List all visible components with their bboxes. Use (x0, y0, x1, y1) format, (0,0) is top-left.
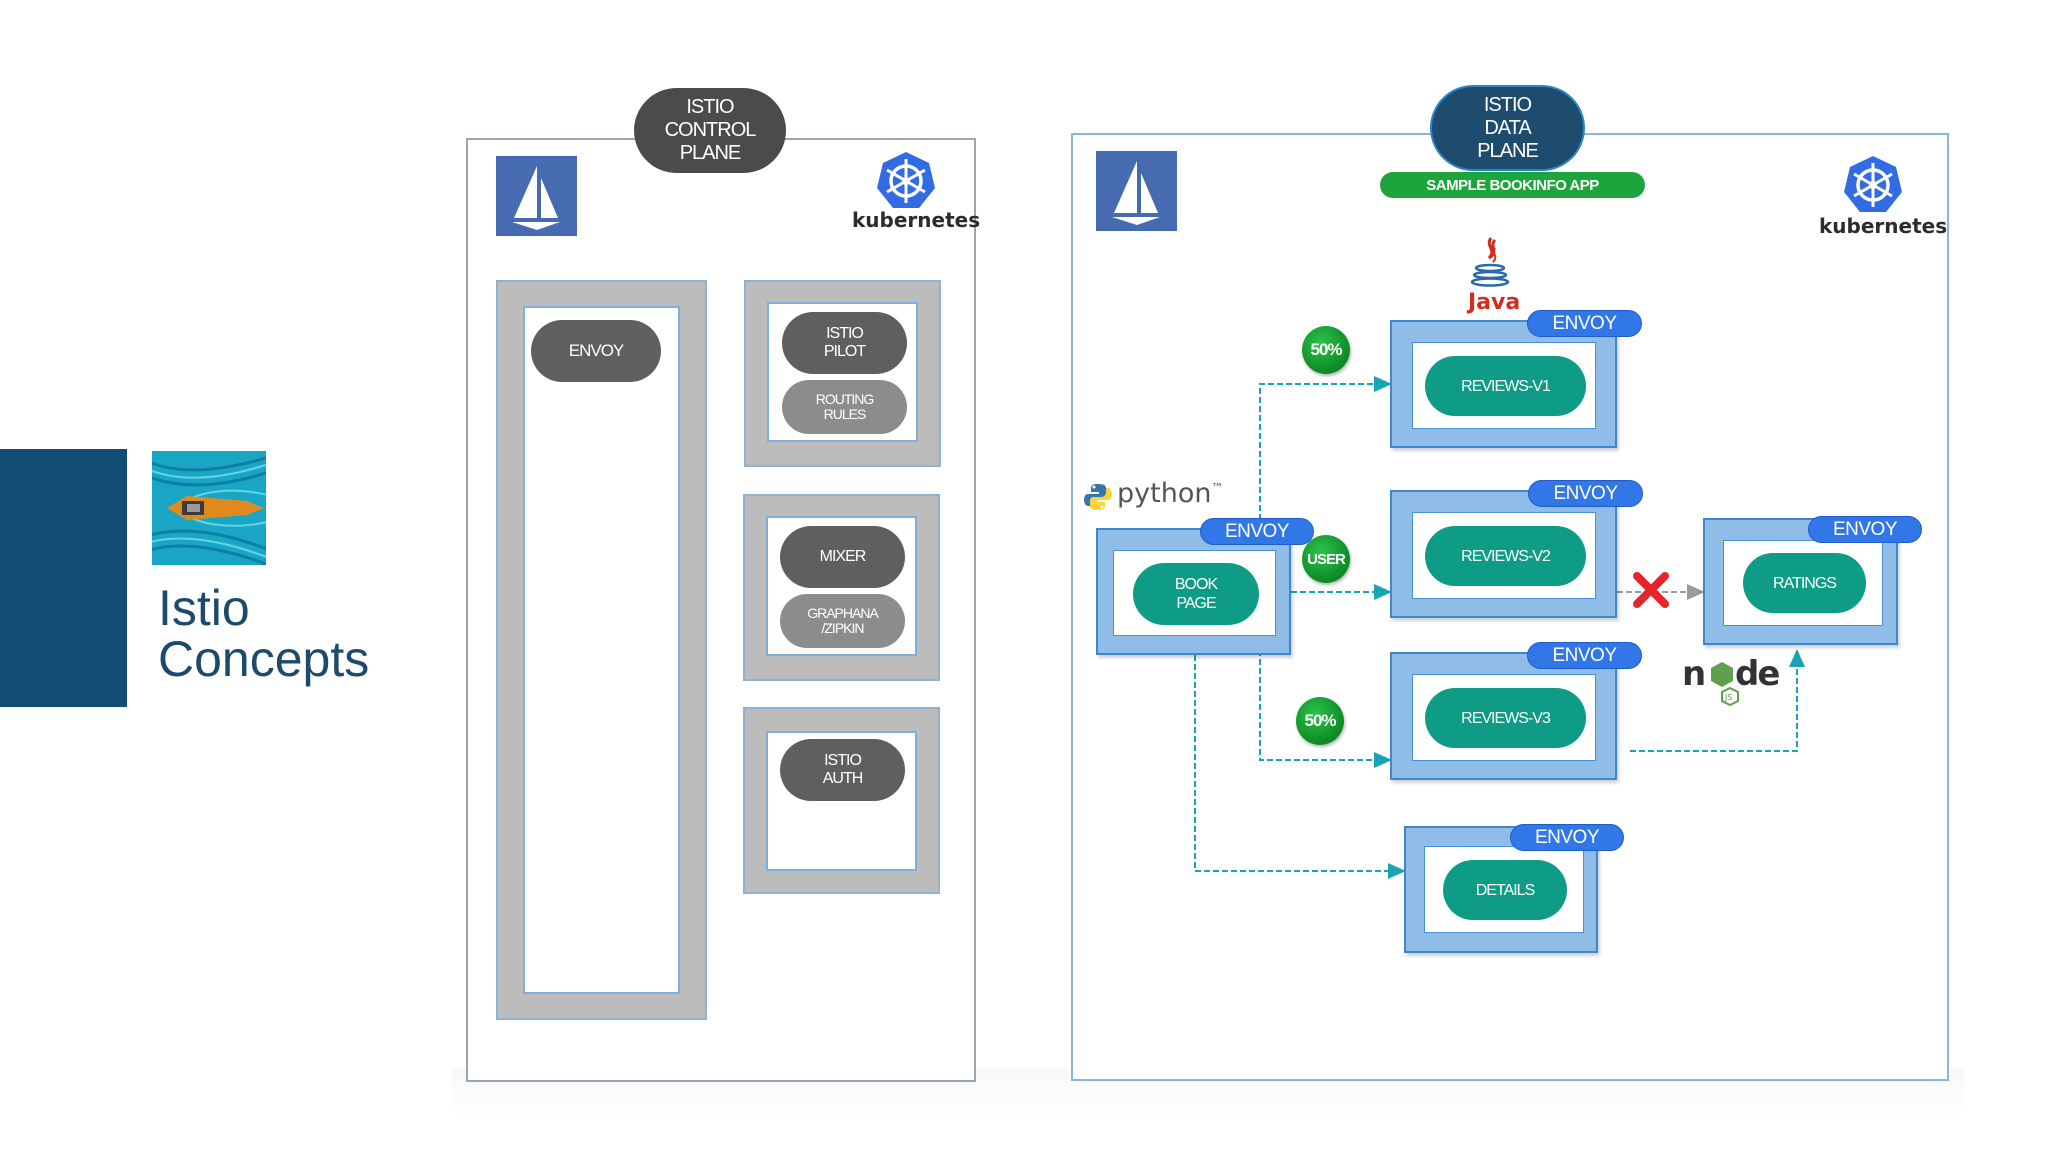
reviews-v2-inner: REVIEWS-V2 (1412, 512, 1596, 599)
nodejs-js-text: JS (1724, 693, 1732, 702)
title-line-2: Concepts (158, 631, 370, 687)
reviews-v1-inner: REVIEWS-V1 (1412, 342, 1596, 429)
ratings-inner: RATINGS (1723, 540, 1883, 626)
istio-boat-thumbnail (152, 451, 266, 565)
reviews-v2-pill: REVIEWS-V2 (1425, 526, 1586, 586)
data-plane-header: ISTIO DATA PLANE (1430, 85, 1585, 171)
auth-box: ISTIO AUTH (743, 707, 940, 894)
title-line-1: Istio (158, 580, 250, 636)
reviews-v3-service: REVIEWS-V3 (1390, 652, 1617, 780)
kubernetes-logo (875, 150, 937, 212)
istio-logo (496, 156, 577, 236)
reviews-v2-service: REVIEWS-V2 (1390, 490, 1617, 618)
envoy-sidecar-inner: ENVOY (523, 306, 680, 994)
ratings-envoy-tag: ENVOY (1808, 516, 1922, 543)
envoy-pill: ENVOY (531, 320, 661, 382)
reviews-v1-traffic-badge: 50% (1302, 326, 1350, 374)
connector-to-reviews-v3 (1259, 650, 1392, 768)
sample-bookinfo-badge: SAMPLE BOOKINFO APP (1380, 172, 1645, 198)
auth-inner: ISTIO AUTH (766, 731, 917, 871)
kubernetes-logo (1842, 154, 1904, 216)
connector-v3-to-ratings (1630, 649, 1805, 752)
python-label: python™ (1117, 478, 1224, 509)
control-plane-header: ISTIO CONTROL PLANE (634, 88, 786, 173)
nodejs-icon: n de JS (1680, 648, 1781, 712)
book-page-pill: BOOK PAGE (1133, 563, 1259, 625)
slide-title: Istio Concepts (158, 583, 369, 685)
kubernetes-label: kubernetes (1819, 214, 1948, 238)
book-page-service: BOOK PAGE (1096, 528, 1291, 655)
pilot-box: ISTIO PILOT ROUTING RULES (744, 280, 941, 467)
blocked-x-icon (1633, 572, 1669, 608)
svg-text:n: n (1682, 654, 1704, 694)
reviews-v3-traffic-badge: 50% (1296, 697, 1344, 745)
pilot-inner: ISTIO PILOT ROUTING RULES (767, 302, 918, 442)
title-side-bar (0, 449, 127, 707)
user-route-badge: USER (1302, 535, 1350, 583)
reviews-v2-envoy-tag: ENVOY (1528, 480, 1643, 507)
svg-text:de: de (1735, 654, 1779, 694)
book-page-envoy-tag: ENVOY (1200, 518, 1314, 545)
mixer-box: MIXER GRAPHANA /ZIPKIN (743, 494, 940, 681)
routing-rules-pill: ROUTING RULES (782, 380, 907, 434)
reviews-v1-pill: REVIEWS-V1 (1425, 356, 1586, 416)
connector-to-reviews-v1 (1259, 376, 1392, 520)
istio-pilot-pill: ISTIO PILOT (782, 312, 907, 374)
reviews-v3-pill: REVIEWS-V3 (1425, 688, 1586, 748)
mixer-pill: MIXER (780, 526, 905, 588)
python-icon (1083, 482, 1113, 512)
details-pill: DETAILS (1443, 860, 1567, 920)
connector-to-details (1194, 655, 1406, 879)
istio-auth-pill: ISTIO AUTH (780, 739, 905, 801)
istio-logo (1096, 151, 1177, 231)
graphana-zipkin-pill: GRAPHANA /ZIPKIN (780, 594, 905, 648)
reviews-v1-service: REVIEWS-V1 (1390, 320, 1617, 448)
kubernetes-label: kubernetes (852, 208, 981, 232)
ratings-pill: RATINGS (1743, 553, 1866, 613)
reviews-v3-inner: REVIEWS-V3 (1412, 674, 1596, 761)
reviews-v3-envoy-tag: ENVOY (1527, 642, 1642, 669)
book-page-inner: BOOK PAGE (1113, 550, 1276, 636)
details-envoy-tag: ENVOY (1510, 824, 1624, 851)
mixer-inner: MIXER GRAPHANA /ZIPKIN (766, 516, 917, 656)
details-inner: DETAILS (1424, 846, 1584, 933)
reviews-v1-envoy-tag: ENVOY (1527, 310, 1642, 337)
envoy-sidecar-box: ENVOY (496, 280, 707, 1020)
java-label: Java (1468, 290, 1521, 315)
java-icon (1465, 236, 1515, 292)
